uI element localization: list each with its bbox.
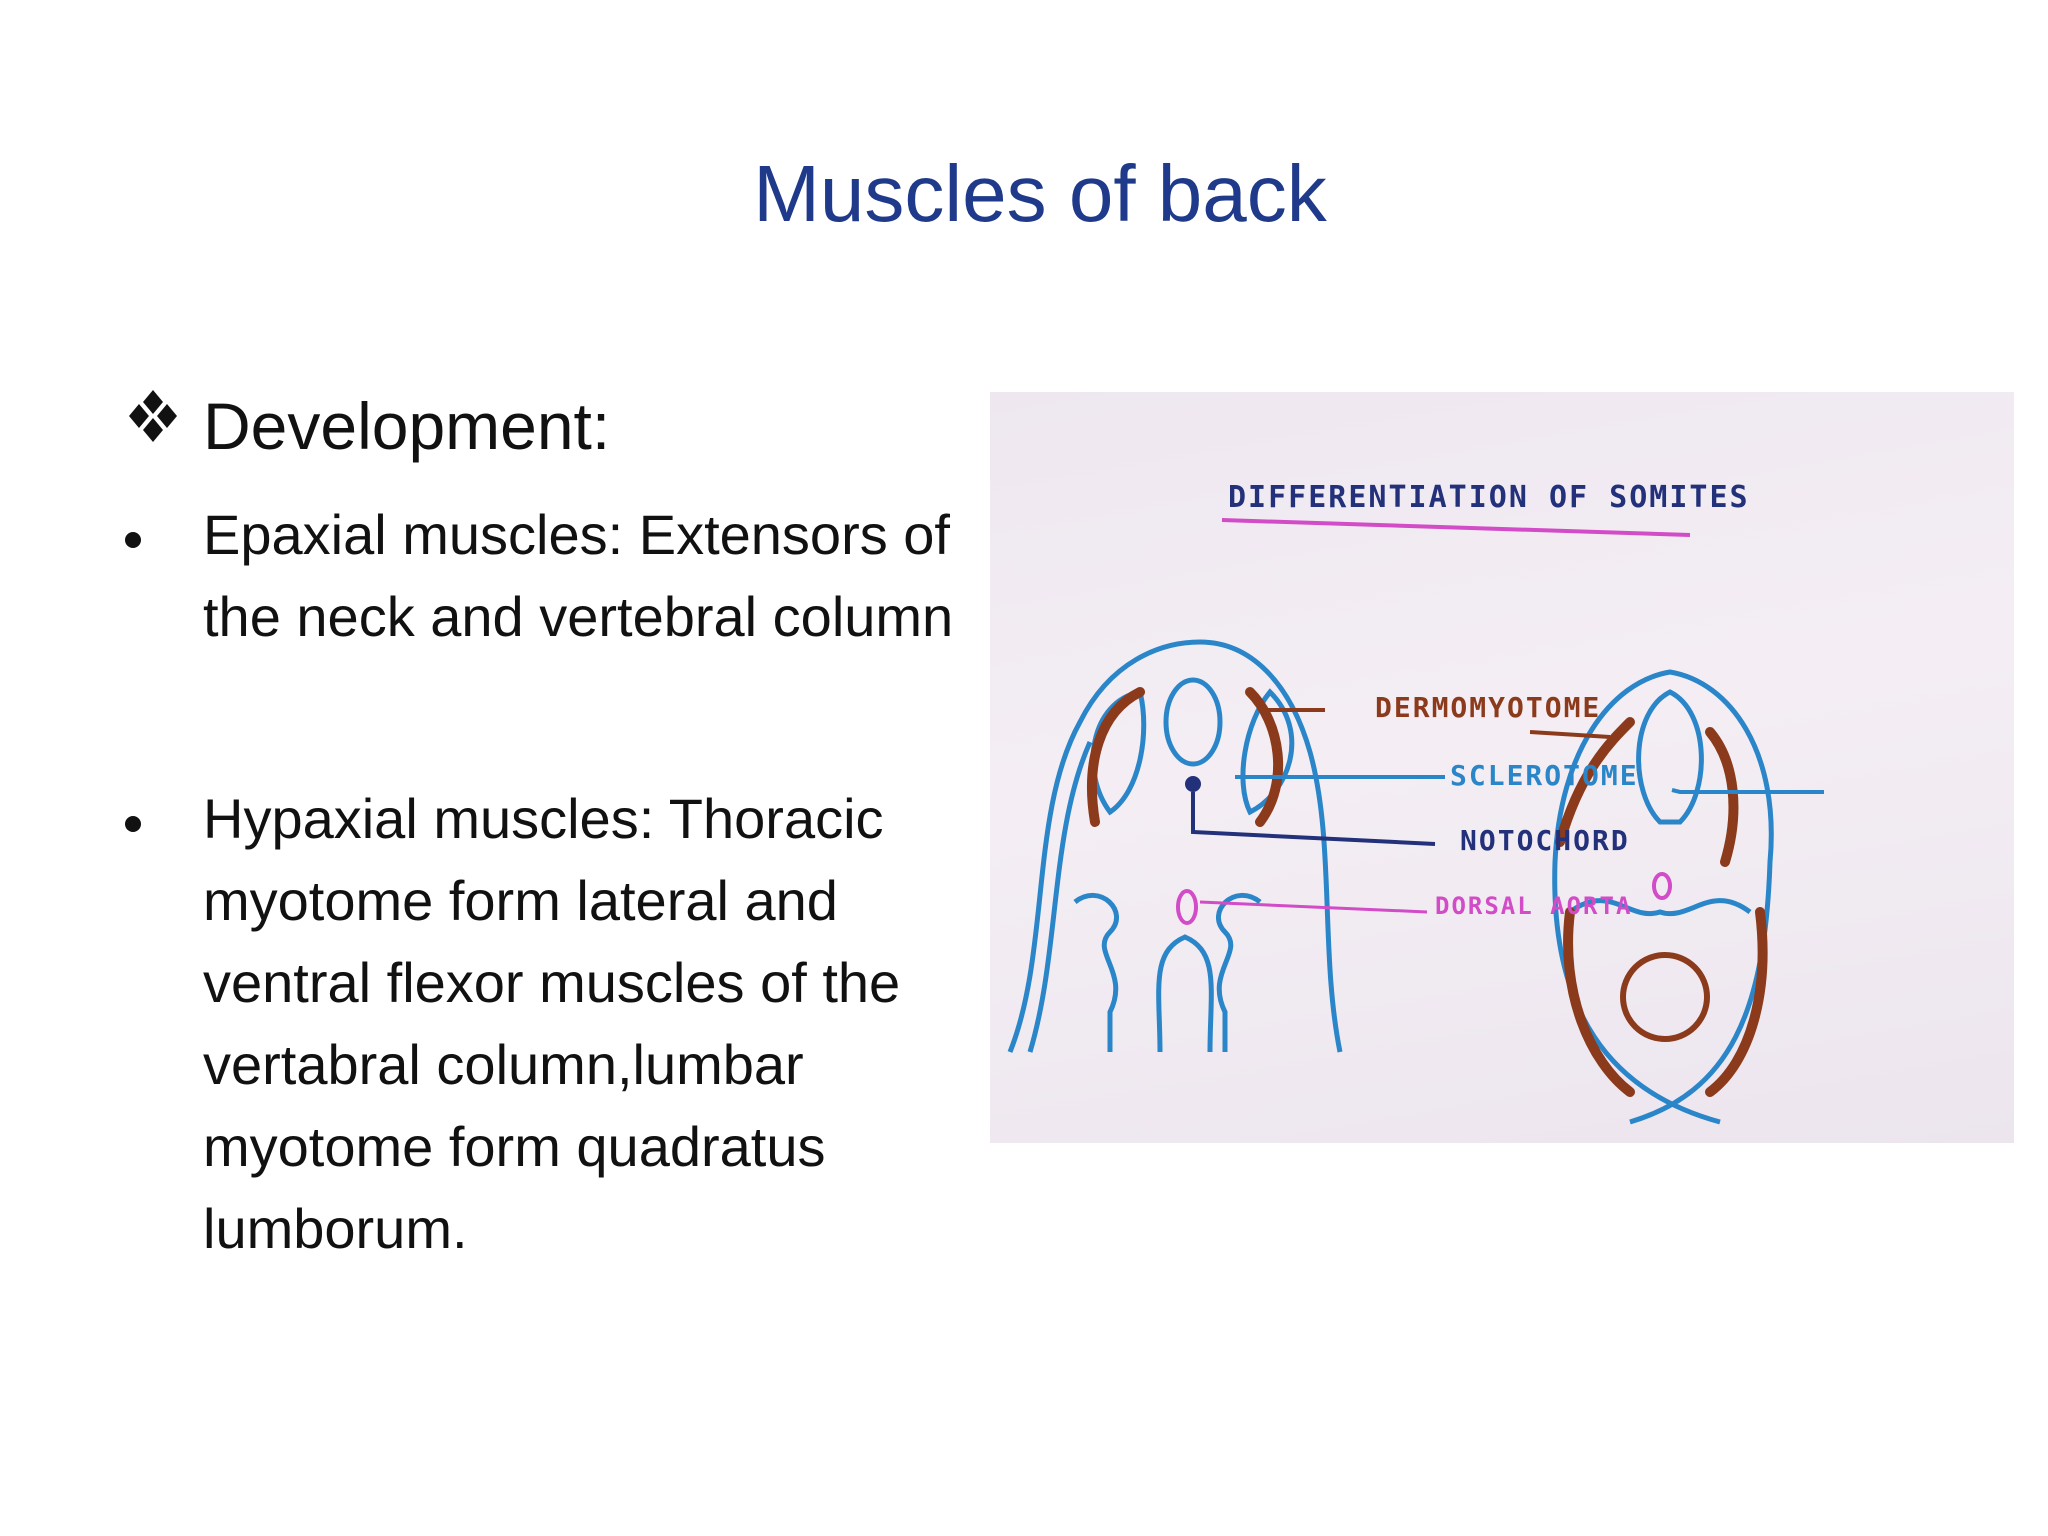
right-dermomyotome bbox=[1555, 717, 1768, 1097]
left-dorsal-aorta bbox=[1176, 889, 1198, 925]
bullet-text-hypaxial: Hypaxial muscles: Thoracic myotome form … bbox=[203, 787, 901, 1260]
bullet-dot-icon bbox=[125, 532, 141, 548]
diagram-heading: DIFFERENTIATION OF SOMITES bbox=[1228, 480, 1750, 515]
bullet-dot-icon bbox=[125, 816, 141, 832]
right-gut bbox=[1620, 952, 1710, 1042]
slide-title: Muscles of back bbox=[753, 149, 1327, 238]
development-heading: Development: bbox=[203, 389, 611, 463]
label-notochord: NOTOCHORD bbox=[1460, 824, 1630, 857]
sclerotome-leader-right bbox=[1671, 788, 1824, 794]
dermomyotome-leader-right bbox=[1529, 730, 1611, 739]
notochord-leader bbox=[1191, 792, 1436, 846]
label-dermomyotome: DERMOMYOTOME bbox=[1375, 691, 1601, 724]
list-item: Epaxial muscles: Extensors of the neck a… bbox=[125, 494, 995, 658]
label-dorsal-aorta: DORSAL AORTA bbox=[1435, 892, 1632, 920]
bullet-list: Development: Epaxial muscles: Extensors … bbox=[125, 380, 995, 1270]
somite-diagram-image: DIFFERENTIATION OF SOMITES bbox=[990, 392, 2014, 1143]
left-dermomyotome bbox=[1087, 687, 1284, 827]
list-item: Hypaxial muscles: Thoracic myotome form … bbox=[125, 778, 995, 1270]
left-notochord-dot bbox=[1185, 776, 1201, 792]
bullet-text-epaxial: Epaxial muscles: Extensors of the neck a… bbox=[203, 503, 954, 648]
left-embryo-section bbox=[1007, 639, 1343, 1053]
diamond-bullet-icon bbox=[125, 388, 181, 444]
somite-diagram-svg: DIFFERENTIATION OF SOMITES bbox=[1007, 480, 1824, 1125]
dorsal-aorta-leader bbox=[1199, 900, 1428, 914]
right-dorsal-aorta bbox=[1652, 872, 1672, 900]
heading-row: Development: bbox=[125, 380, 995, 480]
heading-underline bbox=[1221, 518, 1691, 537]
label-sclerotome: SCLEROTOME bbox=[1450, 759, 1639, 792]
